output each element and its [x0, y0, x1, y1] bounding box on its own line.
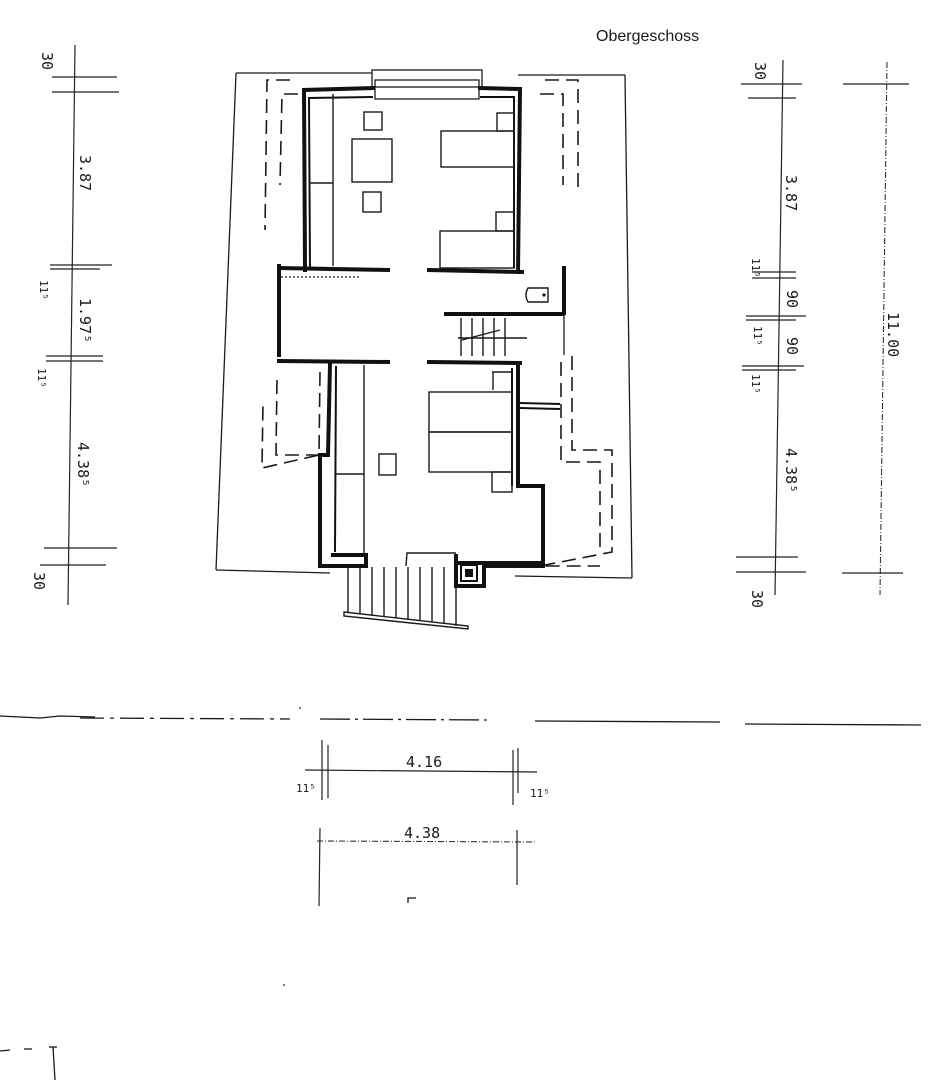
left-dim-top-overhang: 30 — [38, 52, 56, 70]
right-dim-wall-1: 11⁵ — [749, 258, 762, 278]
scan-marks — [0, 707, 301, 1080]
chair-icon — [363, 111, 383, 131]
left-dim-wall-2: 11⁵ — [35, 368, 48, 388]
staircase — [458, 318, 527, 356]
section-line — [0, 715, 922, 726]
left-dim-room-top: 3.87 — [76, 155, 94, 191]
left-dimension-chain: 30 3.87 11⁵ 1.97⁵ 11⁵ 4.38⁵ 30 — [30, 44, 119, 606]
right-dim-room-top: 3.87 — [782, 175, 800, 211]
hallway — [277, 264, 566, 357]
bottom-dim-outer-width: 4.38 — [404, 824, 440, 842]
right-dim-wall-3: 11⁵ — [749, 374, 762, 394]
chair-icon — [362, 191, 382, 213]
left-dim-wall-1: 11⁵ — [37, 280, 50, 300]
chair-icon — [378, 453, 397, 476]
right-dim-room-bottom: 4.38⁵ — [782, 448, 800, 493]
bed-icon — [439, 230, 515, 269]
total-dim-label: 11.00 — [884, 312, 902, 357]
bottom-dim-wall-left: 11⁵ — [296, 782, 316, 795]
bottom-dim-wall-right: 11⁵ — [530, 787, 550, 800]
bottom-dimension-chain: 4.16 11⁵ 11⁵ 4.38 — [296, 740, 550, 907]
right-dim-hall-b: 90 — [783, 337, 801, 355]
bed-icon — [428, 431, 513, 473]
lower-bedroom — [276, 358, 561, 568]
bottom-dim-inner-width: 4.16 — [406, 753, 442, 771]
left-dim-room-bottom: 4.38⁵ — [74, 442, 92, 487]
upper-bedroom — [276, 69, 525, 275]
left-dim-bottom-overhang: 30 — [30, 572, 48, 590]
bed-icon — [440, 130, 515, 168]
chimney — [454, 554, 545, 588]
right-dim-wall-2: 11⁵ — [751, 326, 764, 346]
total-dimension: 11.00 — [842, 61, 909, 596]
right-dimension-chain: 30 3.87 11⁵ 90 11⁵ 90 11⁵ 4.38⁵ 30 — [736, 59, 806, 608]
right-dim-hall-a: 90 — [783, 290, 801, 308]
right-dim-top-overhang: 30 — [751, 62, 769, 80]
roof-outline — [215, 72, 633, 579]
table-icon — [351, 138, 393, 183]
drawing-title: Obergeschoss — [596, 28, 700, 45]
dashed-overhead-lines — [261, 79, 613, 567]
bed-icon — [428, 391, 513, 433]
entrance-stairs — [343, 567, 469, 630]
left-dim-hall: 1.97⁵ — [76, 298, 94, 343]
right-dim-bottom-overhang: 30 — [748, 590, 766, 608]
washbasin-icon — [525, 287, 549, 303]
